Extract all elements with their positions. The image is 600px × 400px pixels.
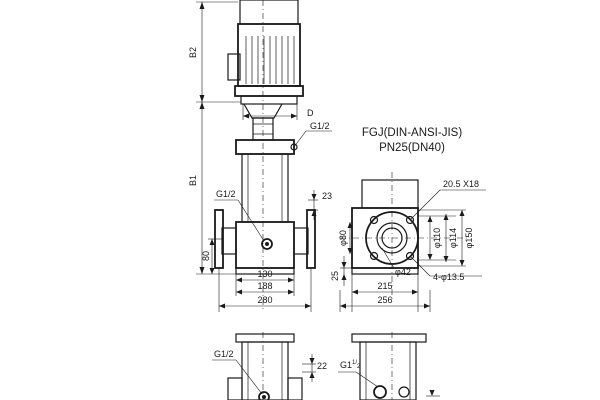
bracket-top xyxy=(240,95,298,105)
motor-cap xyxy=(239,0,299,25)
label-holes: 4-φ13.5 xyxy=(433,272,464,282)
dim-215-label: 215 xyxy=(377,281,392,291)
label-phi42: φ42 xyxy=(395,267,411,277)
pump-base xyxy=(235,221,295,269)
bolt-hole xyxy=(369,215,379,225)
leader-bl-G12 xyxy=(235,359,263,395)
br-port xyxy=(373,385,387,399)
bl-barrel xyxy=(241,341,289,400)
dim-256-label: 256 xyxy=(377,295,392,305)
label-20-5x18: 20.5 X18 xyxy=(443,179,479,189)
terminal-box xyxy=(227,53,241,81)
inlet-pipe xyxy=(221,227,237,255)
outlet-pipe xyxy=(293,227,309,255)
pump-head xyxy=(235,139,295,155)
dim-22-label: 22 xyxy=(317,361,327,371)
title-line1: FGJ(DIN-ANSI-JIS) xyxy=(362,127,462,139)
bolt-hole xyxy=(405,251,415,261)
br-port-2 xyxy=(398,386,410,398)
leader-holes xyxy=(409,255,431,277)
dim-B2-label: B2 xyxy=(188,47,198,58)
leader-br-G1 xyxy=(355,371,379,388)
bl-head xyxy=(235,333,295,343)
leader-G12-left xyxy=(237,199,265,242)
motor-fins xyxy=(245,36,295,84)
vent-plug xyxy=(290,143,298,151)
leader-20-5x18 xyxy=(409,189,441,221)
bolt-hole xyxy=(405,215,415,225)
dim-280-label: 280 xyxy=(257,295,272,305)
dim-130-label: 130 xyxy=(257,269,272,279)
pump-barrel xyxy=(241,153,289,223)
label-br-G1: G11/2 xyxy=(340,360,361,370)
bl-plug xyxy=(258,391,270,400)
dim-phi80-label: φ80 xyxy=(338,230,348,246)
bottom-right-view: G11/2 xyxy=(338,332,440,400)
dim-D-label: D xyxy=(307,108,314,118)
br-head xyxy=(351,333,427,343)
dim-phi114-label: φ114 xyxy=(448,228,458,248)
drain-plug xyxy=(261,238,273,250)
bl-inlet xyxy=(227,377,243,400)
motor-body xyxy=(237,23,301,87)
bottom-left-view: G1/2 22 xyxy=(212,332,327,400)
dim-23-label: 23 xyxy=(322,191,332,201)
dim-80-label: 80 xyxy=(201,251,211,261)
flange-bore-outer xyxy=(376,222,408,254)
title-line2: PN25(DN40) xyxy=(379,142,445,154)
dim-B1-label: B1 xyxy=(188,175,198,186)
bolt-hole xyxy=(369,251,379,261)
flange-bore-inner xyxy=(381,227,403,249)
front-view: B2 B1 80 D G1/2 G1/2 23 xyxy=(188,0,332,312)
label-bl-G12: G1/2 xyxy=(214,349,234,359)
flange-disc xyxy=(365,211,419,265)
bl-outlet xyxy=(287,377,303,400)
dim-188-label: 188 xyxy=(257,281,272,291)
dim-phi110-label: φ110 xyxy=(432,228,442,248)
flange-view-barrel xyxy=(361,179,419,209)
label-G12-top: G1/2 xyxy=(310,121,330,131)
dim-phi150-label: φ150 xyxy=(464,228,474,249)
leader-phi42 xyxy=(381,247,395,269)
dim-25-label: 25 xyxy=(330,271,340,281)
br-barrel xyxy=(359,341,417,400)
label-G12-left: G1/2 xyxy=(216,189,236,199)
flange-view: φ80 20.5 X18 φ110 φ114 φ150 φ42 4-φ13.5 xyxy=(330,172,486,312)
title-block: FGJ(DIN-ANSI-JIS) PN25(DN40) xyxy=(362,127,462,154)
motor-flange xyxy=(234,85,304,97)
leader-G12-top xyxy=(293,130,307,148)
flange-view-base xyxy=(351,267,419,275)
